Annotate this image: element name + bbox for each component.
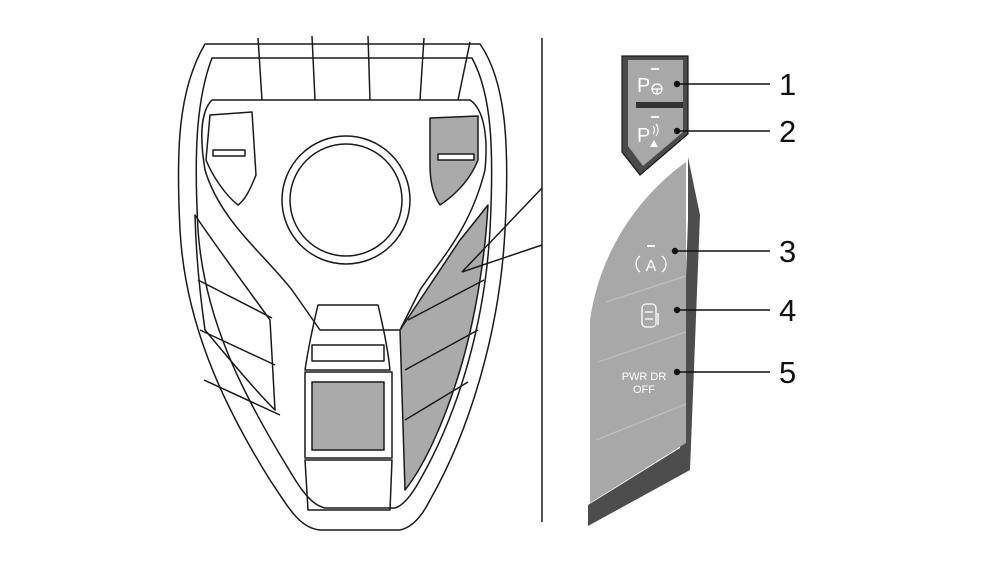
callouts: 1 2 3 4 5 — [671, 67, 796, 390]
callout-5-number: 5 — [779, 355, 796, 390]
auto-hold-indicator — [647, 245, 655, 247]
console-inner-shell — [195, 57, 493, 509]
right-side-key-dividers — [404, 279, 485, 421]
zoom-wedge — [461, 187, 543, 273]
steering-wheel-icon — [651, 83, 663, 95]
upper-switch-separator — [636, 102, 683, 108]
gear-selector — [304, 304, 393, 511]
left-side-keys — [194, 214, 281, 416]
pwr-label-line1: PWR DR — [622, 371, 667, 383]
auto-hold-letter: A — [646, 258, 657, 275]
right-upper-key-slot — [437, 153, 475, 161]
callout-4-number: 4 — [779, 293, 796, 328]
lower-strip-edge — [588, 157, 700, 526]
lower-strip-seams — [595, 275, 687, 441]
callout-2: 2 — [673, 114, 796, 149]
callout-3: 3 — [671, 234, 796, 269]
left-upper-key — [205, 111, 257, 206]
callout-1-number: 1 — [779, 67, 796, 102]
power-door-off-button[interactable]: PWR DR OFF — [622, 371, 667, 396]
park-sensor-indicator — [651, 116, 659, 118]
console-outer-shell — [177, 43, 508, 531]
car-door-icon — [641, 303, 659, 328]
pwr-label-line2: OFF — [633, 384, 655, 396]
center-console — [177, 35, 508, 531]
park-assist-button[interactable]: P — [637, 68, 663, 97]
callout-2-number: 2 — [779, 114, 796, 149]
callout-3-number: 3 — [779, 234, 796, 269]
sensor-triangle — [650, 140, 658, 147]
auto-hold-button[interactable]: A — [635, 245, 667, 275]
park-assist-letter: P — [637, 75, 650, 97]
callout-5: 5 — [673, 355, 796, 390]
park-sensor-letter: P — [637, 125, 650, 147]
door-lock-button[interactable] — [641, 303, 659, 328]
sensor-waves-icon — [652, 123, 659, 137]
callout-4: 4 — [673, 293, 796, 328]
central-deck — [201, 99, 487, 331]
park-assist-indicator — [651, 68, 659, 70]
callout-1: 1 — [673, 67, 796, 102]
rotary-dial-inner — [289, 143, 403, 257]
left-upper-key-slot — [212, 149, 246, 157]
rotary-dial-outer — [281, 135, 411, 265]
top-grille — [257, 35, 471, 101]
upper-switch-face — [628, 60, 683, 166]
switch-panel: P P — [588, 55, 700, 526]
lower-strip-face — [590, 162, 686, 503]
circled-a-icon — [635, 255, 667, 273]
park-sensor-button[interactable]: P — [637, 116, 659, 147]
right-side-keys — [399, 204, 489, 491]
